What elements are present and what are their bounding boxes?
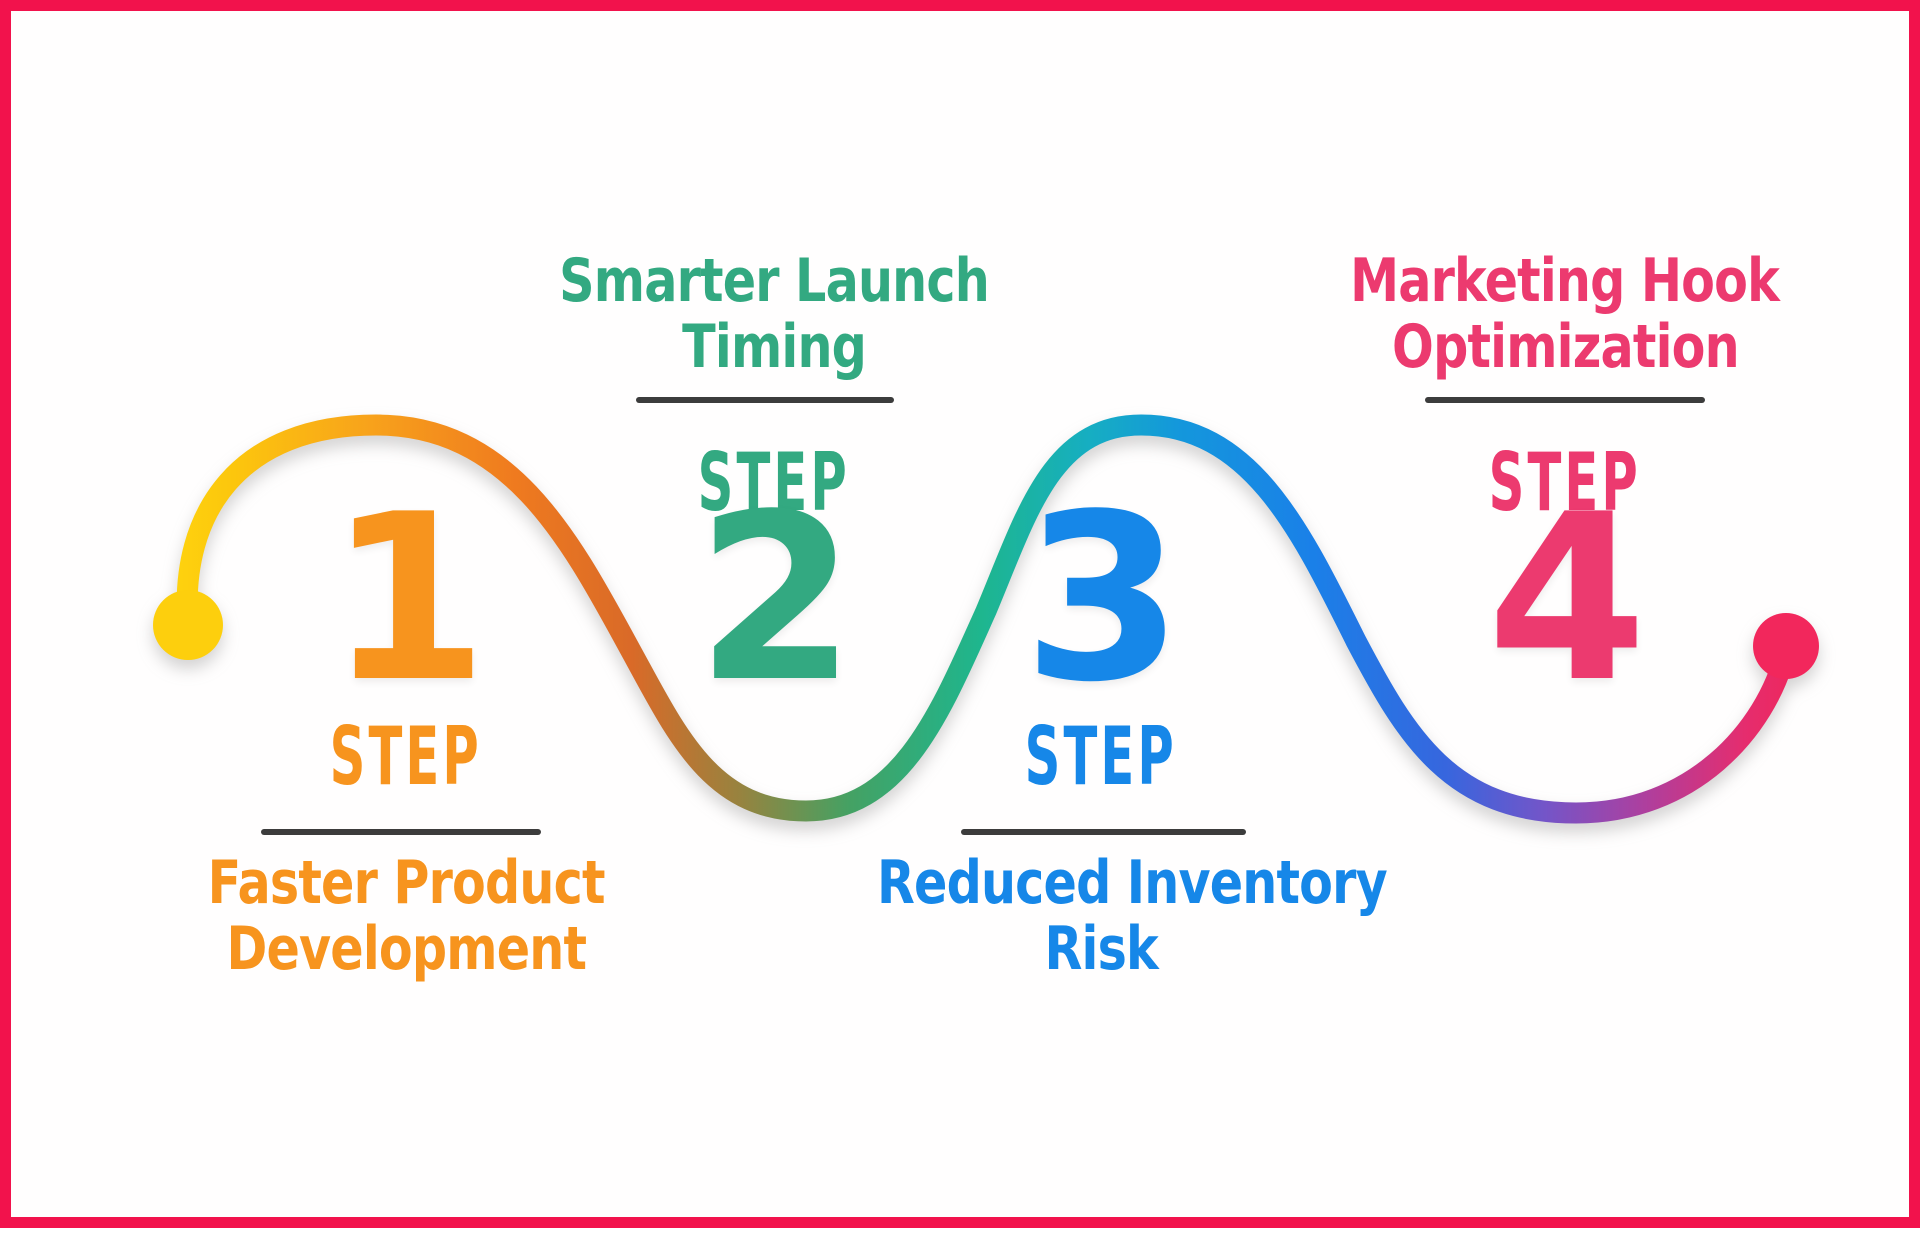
step-4-underline bbox=[1425, 397, 1705, 403]
end-dot bbox=[1753, 613, 1819, 679]
step-3-underline bbox=[961, 829, 1246, 835]
step-2-underline bbox=[636, 397, 894, 403]
flow-line-svg bbox=[153, 414, 1819, 824]
flow-line-path bbox=[176, 414, 1797, 824]
step-1-underline bbox=[261, 829, 541, 835]
start-dot bbox=[153, 590, 223, 660]
